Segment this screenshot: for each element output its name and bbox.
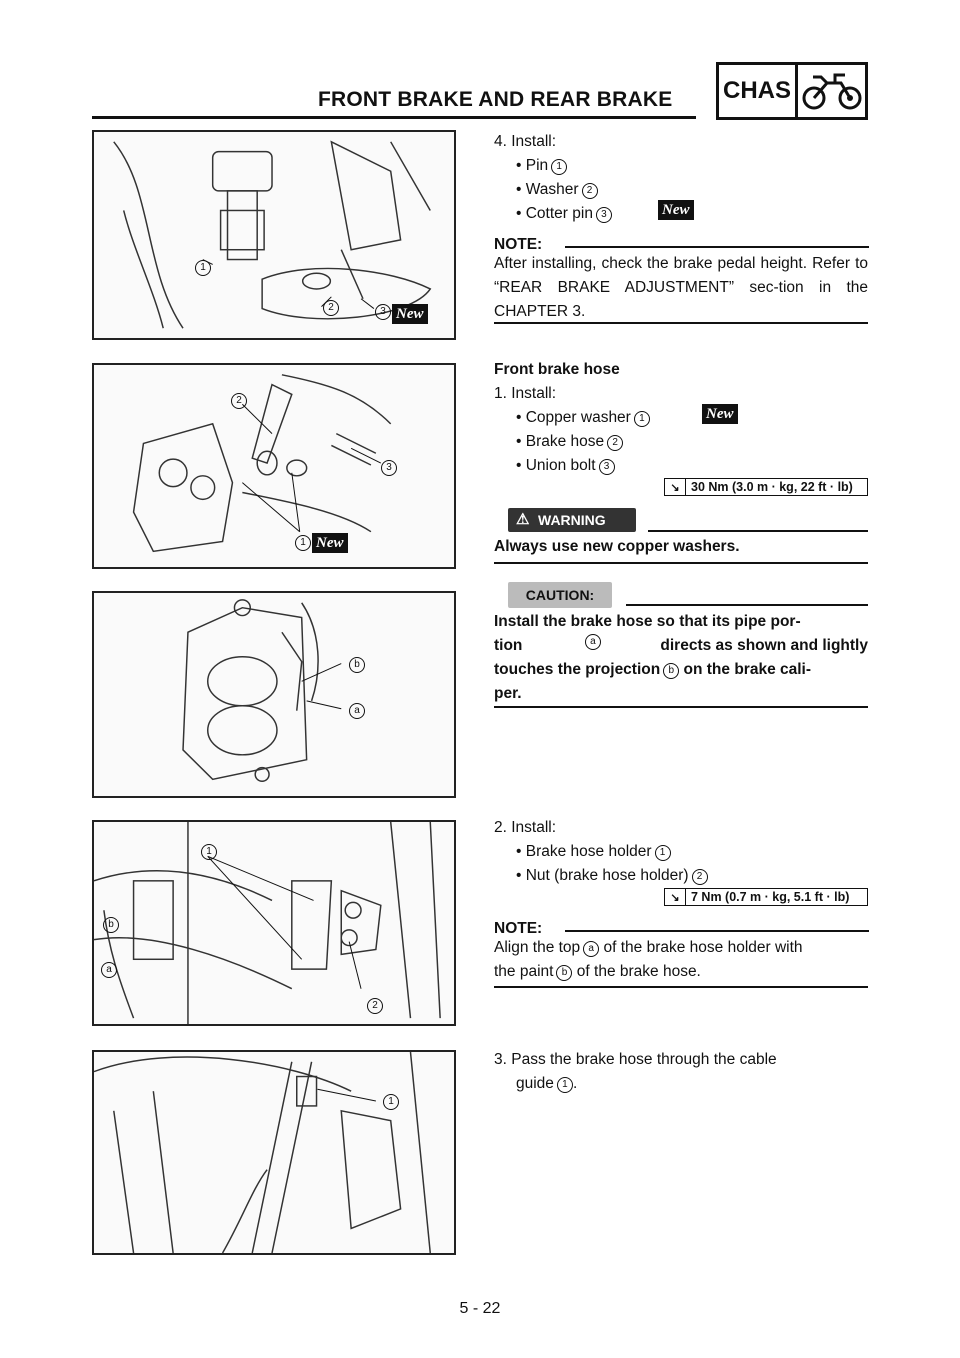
caution-rule: [626, 604, 868, 606]
callout-b: b: [103, 917, 119, 933]
list-item: • Nut (brake hose holder)2: [516, 864, 708, 888]
callout-1: 1: [383, 1094, 399, 1110]
callout-ref: b: [556, 965, 573, 981]
figure-brake-caliper-pipe: b a: [92, 591, 456, 798]
callout-ref: 2: [607, 435, 624, 451]
callout-2: 2: [323, 300, 339, 316]
section-label: CHAS: [719, 65, 798, 117]
new-badge: New: [312, 533, 348, 553]
section-title: Front brake hose: [494, 361, 620, 378]
step2-heading: 2. Install:: [494, 819, 557, 836]
note-rule-bottom: [494, 322, 868, 324]
callout-ref: 1: [633, 411, 650, 427]
callout-a: a: [349, 703, 365, 719]
caution-rule-bottom: [494, 706, 868, 708]
step4-heading: 4. Install:: [494, 133, 557, 150]
torque-spec: ↘ 7 Nm (0.7 m · kg, 5.1 ft · lb): [664, 888, 868, 906]
motorcycle-icon: [798, 65, 865, 117]
page-header-title: FRONT BRAKE AND REAR BRAKE: [318, 88, 673, 111]
note-text: After installing, check the brake pedal …: [494, 255, 868, 320]
warning-banner: ⚠ WARNING: [508, 508, 636, 532]
callout-3: 3: [375, 304, 391, 320]
warning-triangle-icon: ⚠: [516, 511, 530, 528]
callout-ref: b: [663, 663, 680, 679]
note-rule-bottom: [494, 986, 868, 988]
step3-line: 3. Pass the brake hose through the cable: [494, 1051, 777, 1068]
callout-a: a: [101, 962, 117, 978]
caution-line: tion a directs as shown and lightly: [494, 634, 868, 654]
callout-ref: a: [583, 941, 600, 957]
page-number: 5 - 22: [459, 1300, 501, 1317]
wrench-icon: ↘: [665, 889, 686, 905]
callout-3: 3: [381, 460, 397, 476]
callout-ref: 1: [556, 1077, 573, 1093]
figure-brake-hose-install: 2 3 1 New: [92, 363, 456, 569]
section-tab: CHAS: [716, 62, 868, 120]
wrench-icon: ↘: [665, 479, 686, 495]
caution-banner: CAUTION:: [508, 582, 612, 608]
callout-2: 2: [231, 393, 247, 409]
figure-brake-hose-holder: 1 b a 2: [92, 820, 456, 1026]
header-rule: [92, 116, 696, 119]
note-label: NOTE:: [494, 236, 543, 253]
new-badge: New: [392, 304, 428, 324]
callout-ref: 2: [581, 183, 598, 199]
callout-1: 1: [295, 535, 311, 551]
figure-cable-guide: 1: [92, 1050, 456, 1255]
caution-line: Install the brake hose so that its pipe …: [494, 613, 801, 630]
callout-2: 2: [367, 998, 383, 1014]
warning-rule-bottom: [494, 562, 868, 564]
callout-ref: 3: [598, 459, 615, 475]
figure-pin-washer-cotter: 1 2 3 New: [92, 130, 456, 340]
step1-heading: 1. Install:: [494, 385, 557, 402]
warning-text: Always use new copper washers.: [494, 538, 740, 555]
torque-spec: ↘ 30 Nm (3.0 m · kg, 22 ft · lb): [664, 478, 868, 496]
callout-ref: a: [584, 634, 601, 650]
note-rule: [565, 246, 869, 248]
callout-ref: 3: [595, 207, 612, 223]
note-rule: [565, 930, 869, 932]
callout-1: 1: [195, 260, 211, 276]
new-badge: New: [702, 404, 738, 424]
callout-b: b: [349, 657, 365, 673]
callout-ref: 2: [691, 869, 708, 885]
warning-rule: [648, 530, 868, 532]
note-label: NOTE:: [494, 920, 543, 937]
callout-ref: 1: [551, 159, 568, 175]
caution-line: per.: [494, 685, 522, 702]
new-badge: New: [658, 200, 694, 220]
callout-1: 1: [201, 844, 217, 860]
callout-ref: 1: [654, 845, 671, 861]
